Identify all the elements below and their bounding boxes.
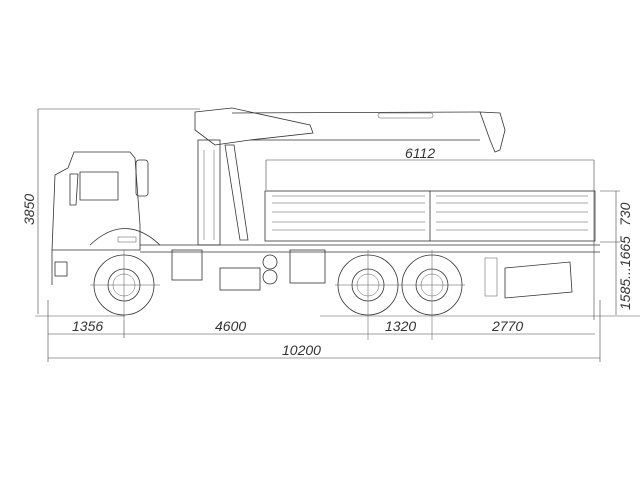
- label-floor-height: 1585...1665: [617, 236, 633, 310]
- front-wheel: [90, 250, 160, 320]
- height-dimension: 3850: [21, 108, 200, 314]
- label-board-height: 730: [617, 202, 633, 226]
- rear-wheel-2: [400, 250, 465, 340]
- label-overall-length: 10200: [282, 342, 321, 358]
- label-bed-length: 6112: [405, 145, 435, 161]
- bottom-dimensions: 1356 4600 1320 2770 10200: [47, 300, 601, 362]
- label-wheelbase: 4600: [215, 318, 246, 334]
- side-height-dimensions: 730 1585...1665: [600, 190, 633, 315]
- bed-length-dimension: 6112: [265, 145, 595, 320]
- chassis: [140, 244, 600, 299]
- rear-wheel-1: [335, 250, 400, 340]
- label-overall-height: 3850: [21, 194, 37, 225]
- flatbed: [264, 190, 596, 242]
- label-tandem: 1320: [385, 318, 416, 334]
- label-rear-overhang: 2770: [491, 318, 523, 334]
- truck-cab: [51, 151, 161, 285]
- loader-crane: [194, 107, 506, 246]
- label-front-overhang: 1356: [72, 318, 103, 334]
